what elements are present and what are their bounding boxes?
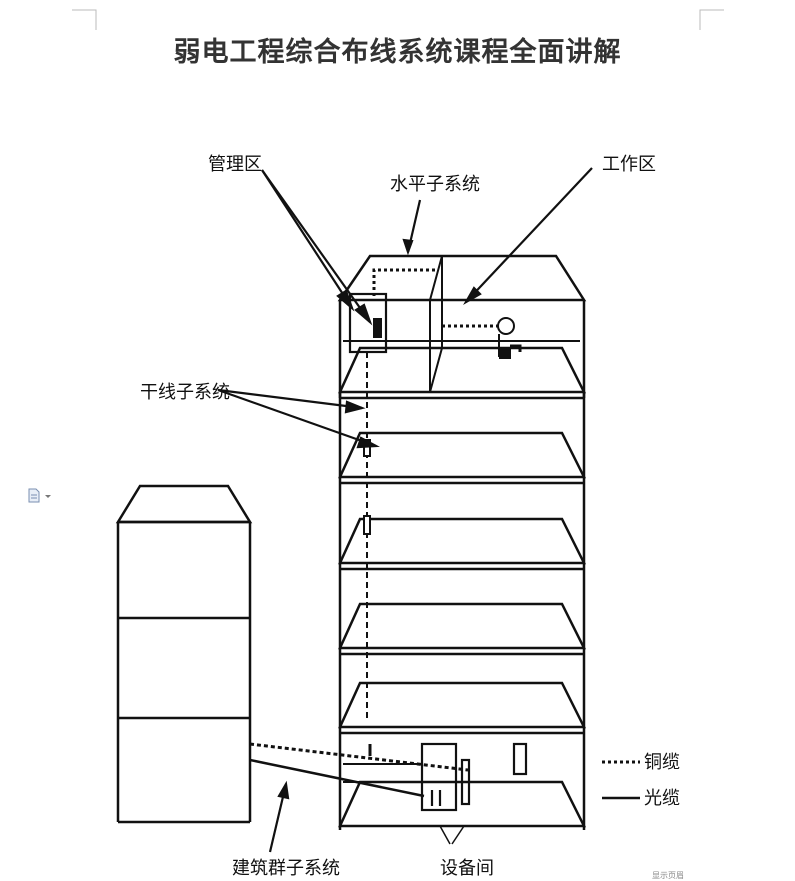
workstation-person: [497, 317, 522, 359]
label-management: 管理区: [208, 154, 262, 175]
legend-fiber-label: 光缆: [644, 788, 680, 809]
label-backbone: 干线子系统: [140, 382, 230, 403]
label-horizontal: 水平子系统: [390, 174, 480, 195]
margin-corner-top-left: [72, 9, 97, 30]
network-rack: [373, 318, 382, 338]
label-work-area: 工作区: [602, 154, 656, 175]
margin-corner-top-right: [699, 9, 724, 30]
legend: 铜缆 光缆: [602, 752, 680, 809]
campus-building: [115, 484, 253, 824]
label-campus: 建筑群子系统: [232, 858, 340, 879]
callout-arrows: [217, 167, 593, 853]
footer-text: 显示页眉: [652, 871, 684, 880]
equipment-room-details: [368, 742, 528, 812]
horizontal-cabling: [372, 268, 498, 328]
backbone-riser: [363, 352, 371, 720]
page-title: 弱电工程综合布线系统课程全面讲解: [173, 37, 622, 68]
document-icon[interactable]: [28, 488, 54, 504]
campus-cabling: [249, 742, 540, 798]
floor-plates: [338, 346, 587, 828]
label-equipment-room: 设备间: [440, 858, 494, 879]
diagram-labels: 管理区 水平子系统 工作区 干线子系统 建筑群子系统 设备间: [140, 154, 656, 879]
legend-copper-label: 铜缆: [644, 752, 680, 773]
main-building: [337, 254, 587, 830]
